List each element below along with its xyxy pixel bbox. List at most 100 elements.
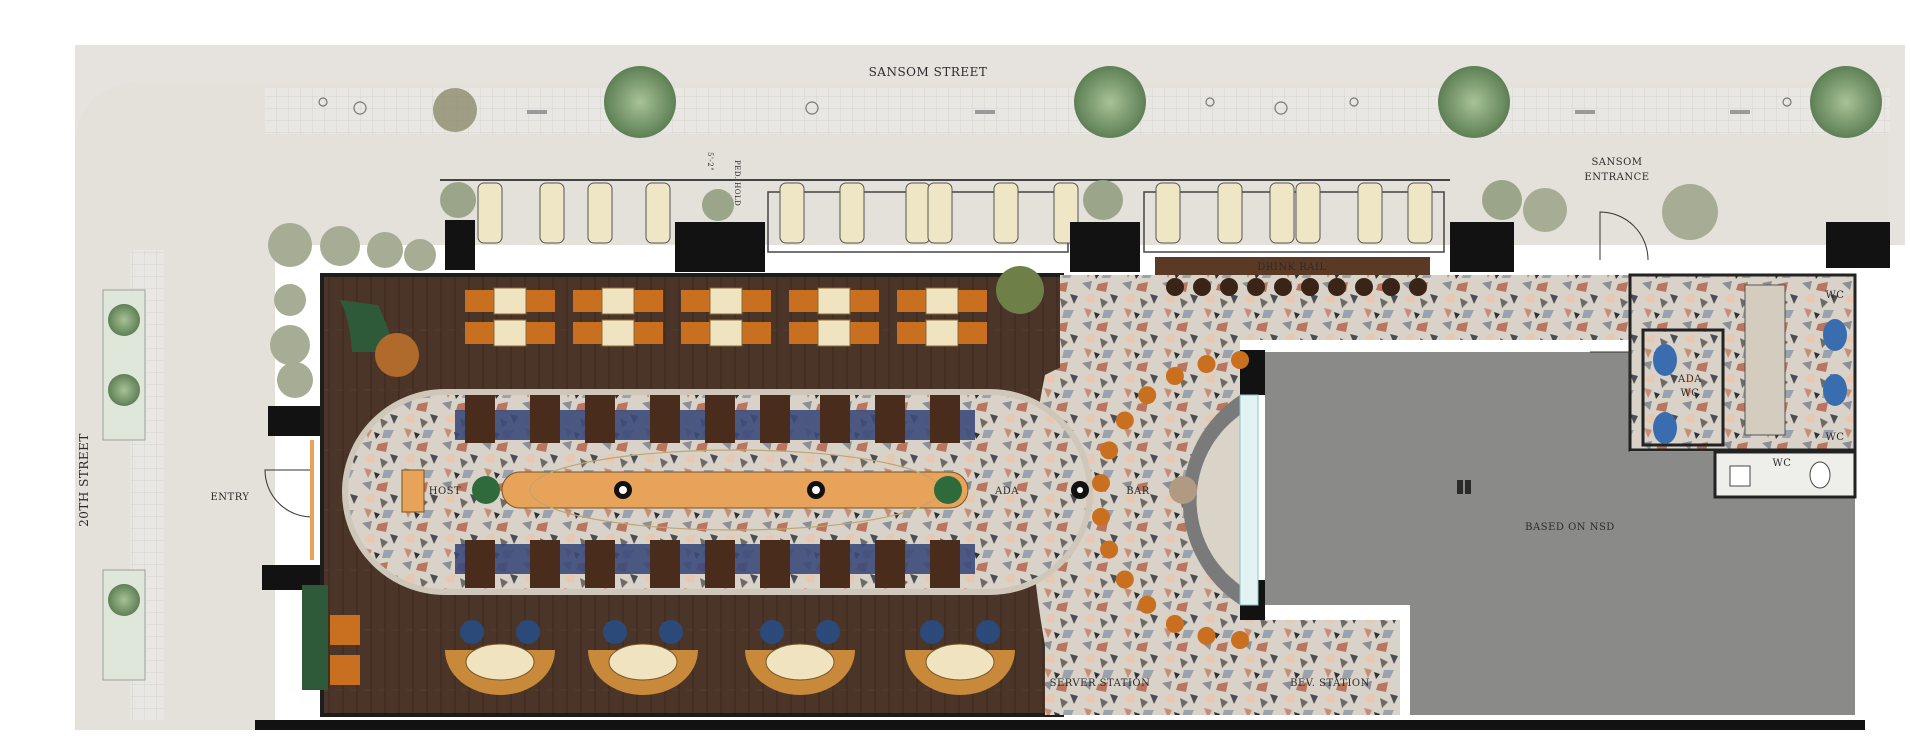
four-top-table[interactable] xyxy=(601,287,635,315)
banquette-seat xyxy=(530,540,560,588)
drink-rail-stools xyxy=(1166,278,1427,296)
drink-rail-label: DRINK RAIL xyxy=(1257,262,1326,273)
outdoor-chair xyxy=(1407,182,1433,244)
bar-back-bar xyxy=(1239,394,1259,606)
sansom-entrance-label-2: ENTRANCE xyxy=(1584,172,1649,183)
banquette-seat xyxy=(930,540,960,588)
drink-rail[interactable] xyxy=(1155,257,1430,275)
terrazzo-bar-ring xyxy=(1031,340,1240,645)
four-top-table[interactable] xyxy=(709,319,743,347)
four-top-table[interactable] xyxy=(925,287,959,315)
rail-stool xyxy=(1301,278,1319,296)
planter-icon xyxy=(1662,184,1718,240)
rail-stool xyxy=(1409,278,1427,296)
host-stand[interactable] xyxy=(401,469,425,513)
planter-icon xyxy=(934,476,962,504)
four-top-table[interactable] xyxy=(817,319,851,347)
four-top-table[interactable] xyxy=(709,287,743,315)
sansom-entrance-label: SANSOM xyxy=(1591,157,1642,168)
four-top-table[interactable] xyxy=(817,287,851,315)
outdoor-chairs xyxy=(477,182,1433,244)
tree-icon xyxy=(108,304,140,336)
bar-stool xyxy=(1100,540,1119,559)
door-swing-icon[interactable] xyxy=(264,211,1649,518)
planter-icon xyxy=(270,325,310,365)
building-walls xyxy=(255,220,1890,730)
outdoor-chair xyxy=(905,182,931,244)
outdoor-chair xyxy=(587,182,613,244)
outdoor-chair xyxy=(477,182,503,244)
lavatory-counter xyxy=(1744,284,1786,436)
planter-icon xyxy=(277,362,313,398)
outdoor-chair xyxy=(779,182,805,244)
planter-icon xyxy=(659,620,683,644)
bar-stool xyxy=(1092,474,1110,493)
planter-icon xyxy=(274,284,306,316)
planter-icon xyxy=(1083,180,1123,220)
bar-stool xyxy=(1231,631,1249,649)
planter-icon xyxy=(440,182,476,218)
banquette-seat xyxy=(760,395,790,443)
bar-stool xyxy=(1138,386,1157,405)
nsd-label: BASED ON NSD xyxy=(1525,522,1615,533)
street-fixtures xyxy=(318,97,1792,115)
bar-stool xyxy=(1197,355,1216,374)
four-top-table[interactable] xyxy=(601,319,635,347)
terrazzo-floor-upper xyxy=(1060,275,1630,420)
planter-icon xyxy=(367,232,403,268)
server-station-label: SERVER STATION xyxy=(1050,678,1151,689)
banquette-seat xyxy=(465,540,495,588)
bar-stool xyxy=(1165,367,1184,385)
banquette-seat xyxy=(465,395,495,443)
ped-hold-dim: 5'-2" xyxy=(706,152,714,171)
bar-stool xyxy=(1138,595,1157,614)
tree-icon xyxy=(108,374,140,406)
wc-label-3: WC xyxy=(1773,458,1792,469)
host-label: HOST xyxy=(429,486,461,497)
planter-icon xyxy=(268,223,312,267)
banquette-seat xyxy=(530,395,560,443)
sink-icon xyxy=(1729,465,1751,487)
toilet-icon xyxy=(1809,461,1831,489)
outdoor-chair xyxy=(539,182,565,244)
ped-hold-label: PED. HOLD xyxy=(733,160,741,206)
planter-icon xyxy=(460,620,484,644)
rail-stool xyxy=(1193,278,1211,296)
twentieth-street-label: 20TH STREET xyxy=(77,433,91,527)
rail-stool xyxy=(1274,278,1292,296)
bar-counter[interactable] xyxy=(1182,395,1240,605)
bev-station-label: BEV. STATION xyxy=(1290,678,1370,689)
outdoor-chair xyxy=(993,182,1019,244)
planter-icon xyxy=(760,620,784,644)
four-top-table[interactable] xyxy=(493,287,527,315)
planter-icon xyxy=(472,476,500,504)
four-top-table[interactable] xyxy=(925,319,959,347)
terrazzo-floor-lower xyxy=(1045,620,1400,715)
rail-stool xyxy=(1382,278,1400,296)
rail-stool xyxy=(1166,278,1184,296)
two-top-table[interactable] xyxy=(330,615,360,645)
corner-booth[interactable] xyxy=(340,300,395,352)
banquette-seat xyxy=(820,395,850,443)
banquette-seat xyxy=(650,540,680,588)
banquette-seat xyxy=(585,395,615,443)
four-top-table[interactable] xyxy=(493,319,527,347)
toilet-icon xyxy=(1823,374,1847,406)
round-table[interactable] xyxy=(375,333,419,377)
toilet-icon xyxy=(1653,412,1677,444)
bar-stool xyxy=(1100,441,1119,460)
toilet-icon xyxy=(1653,344,1677,376)
rail-stool xyxy=(1220,278,1238,296)
outdoor-chair xyxy=(1357,182,1383,244)
planter-icon xyxy=(702,189,734,221)
communal-counter xyxy=(501,471,969,509)
outdoor-chair xyxy=(839,182,865,244)
planter-icon xyxy=(603,620,627,644)
planter-icon xyxy=(1523,188,1567,232)
banquette-seat xyxy=(585,540,615,588)
rail-stool xyxy=(1355,278,1373,296)
round-booth-table xyxy=(765,643,835,681)
two-top-table[interactable] xyxy=(330,655,360,685)
banquette-seat xyxy=(930,395,960,443)
banquette-seat xyxy=(760,540,790,588)
